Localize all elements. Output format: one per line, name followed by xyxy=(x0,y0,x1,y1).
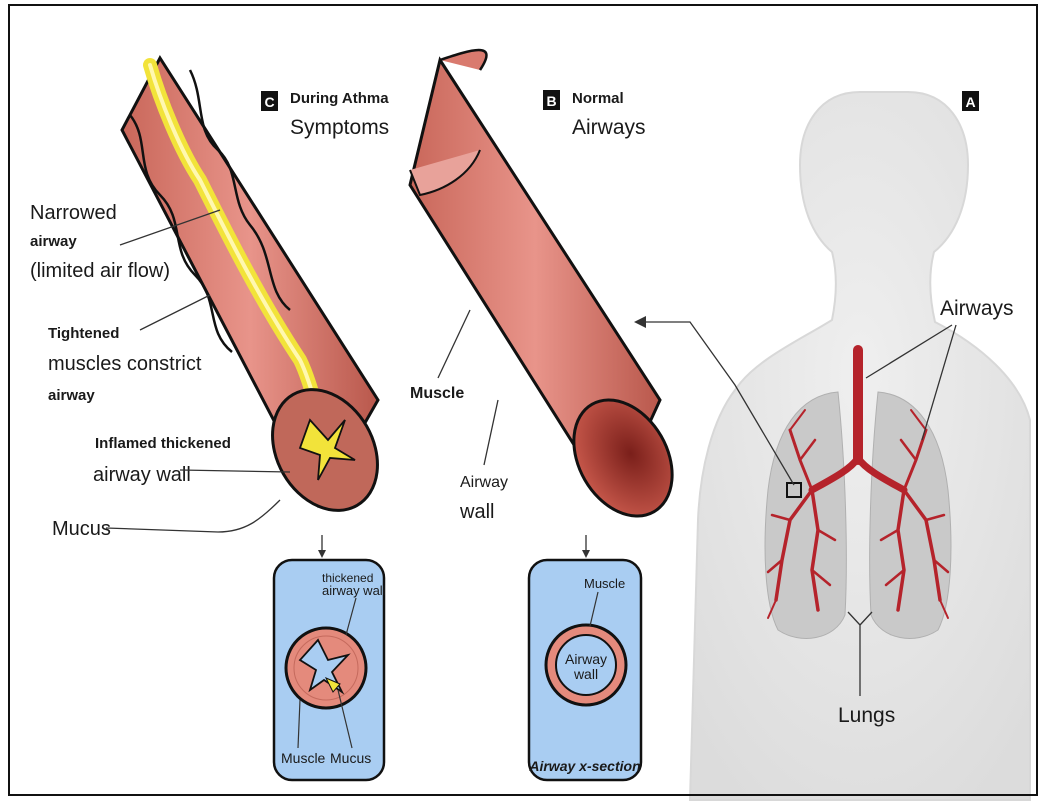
outer-frame xyxy=(8,4,1038,796)
